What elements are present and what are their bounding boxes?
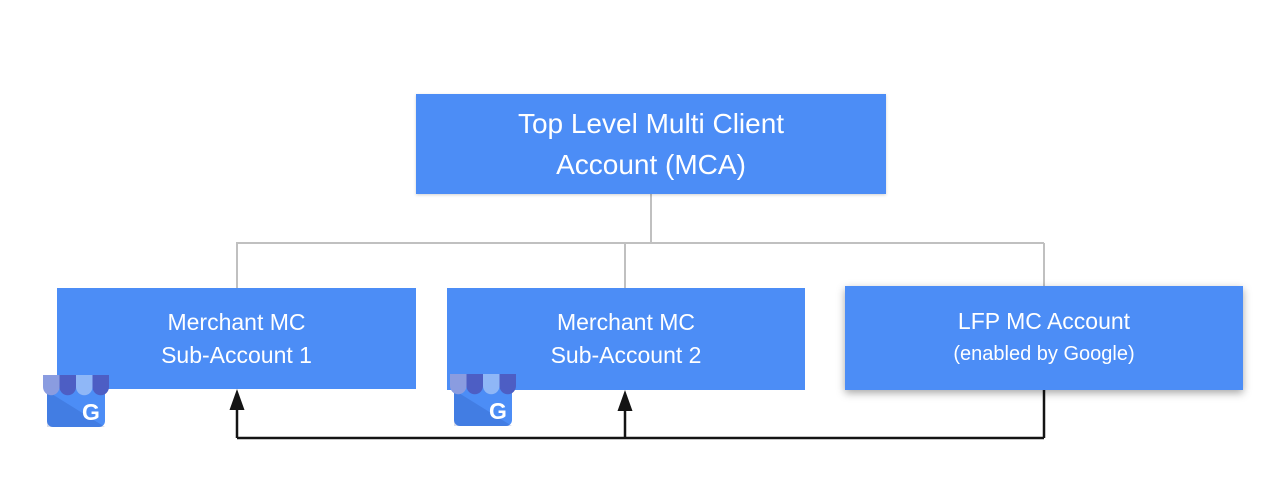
node-label-line2: Sub-Account 1 — [161, 341, 312, 368]
node-top-level-mca: Top Level Multi Client Account (MCA) — [416, 94, 886, 194]
node-merchant-sub-account-1: Merchant MC Sub-Account 1 — [57, 288, 416, 389]
google-g-letter: G — [82, 399, 100, 425]
node-label-line1: Merchant MC — [167, 308, 306, 335]
node-merchant-sub-account-2: Merchant MC Sub-Account 2 — [447, 288, 805, 390]
node-label-line2: Sub-Account 2 — [550, 342, 702, 368]
storefront-shade — [47, 391, 105, 427]
tree-connectors — [236, 194, 1045, 288]
storefront-awning — [450, 374, 516, 395]
node-label-line2: Account (MCA) — [556, 149, 746, 180]
node-label-line1: LFP MC Account — [957, 308, 1131, 334]
storefront-awning — [43, 375, 109, 396]
arrowheads — [229, 389, 633, 411]
google-g-letter: G — [489, 398, 507, 424]
node-label-line1: Top Level Multi Client — [517, 108, 785, 139]
node-label-line2: (enabled by Google) — [953, 343, 1135, 365]
node-label-line1: Merchant MC — [556, 309, 696, 335]
arrow-connectors — [235, 390, 1046, 440]
google-business-storefront-icon: G — [43, 375, 109, 427]
storefront-body — [454, 380, 512, 426]
node-lfp-mc-account: LFP MC Account (enabled by Google) — [845, 286, 1243, 390]
storefront-body — [47, 381, 105, 427]
arrowhead-to-sub1 — [229, 389, 245, 410]
storefront-shade — [454, 390, 512, 426]
arrowhead-to-sub2 — [617, 390, 633, 411]
google-business-storefront-icon: G — [450, 374, 516, 426]
